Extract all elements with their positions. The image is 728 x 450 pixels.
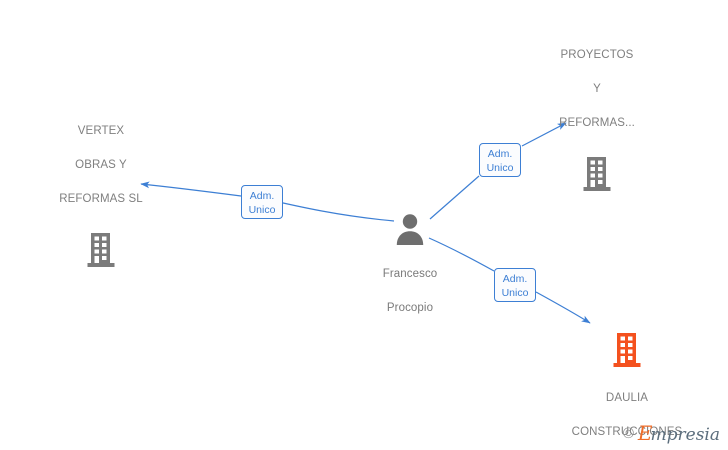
node-label-line: PROYECTOS (560, 49, 634, 61)
node-company-daulia[interactable]: DAULIA CONSTRUCCIONES SL (547, 332, 707, 450)
brand-rest: mpresia (650, 425, 721, 445)
node-company-proyectos[interactable]: PROYECTOS Y REFORMAS... (517, 30, 677, 192)
node-label-line: REFORMAS... (559, 117, 635, 129)
building-icon[interactable] (582, 156, 612, 192)
node-label-line: Procopio (386, 302, 434, 314)
node-label-daulia: DAULIA CONSTRUCCIONES SL (572, 373, 683, 450)
brand-name: Empresia (638, 423, 720, 444)
edge-label-line: Adm. (502, 272, 528, 285)
node-label-line: Francesco (382, 268, 438, 280)
edge-label-line: Adm. (487, 147, 513, 160)
edge-label-line: Adm. (249, 189, 275, 202)
node-label-line: Y (593, 83, 601, 95)
node-company-vertex[interactable]: VERTEX OBRAS Y REFORMAS SL (21, 106, 181, 268)
node-label-line: CONSTRUCCIONES (571, 426, 683, 438)
edge-label-line: Unico (501, 286, 529, 299)
node-label-line: DAULIA (605, 392, 649, 404)
edge-label-adm-unico-daulia[interactable]: Adm. Unico (494, 268, 536, 302)
node-person-francesco-procopio[interactable]: Francesco Procopio (330, 213, 490, 334)
edge-label-line: Unico (486, 161, 514, 174)
brand-initial: E (637, 421, 653, 445)
node-label-line: OBRAS Y (75, 159, 127, 171)
edge-label-adm-unico-proyectos[interactable]: Adm. Unico (479, 143, 521, 177)
node-label-person: Francesco Procopio (383, 249, 438, 334)
edge-label-line: Unico (248, 203, 276, 216)
node-label-vertex: VERTEX OBRAS Y REFORMAS SL (59, 106, 143, 225)
edge-label-adm-unico-vertex[interactable]: Adm. Unico (241, 185, 283, 219)
node-label-line: VERTEX (77, 125, 125, 137)
copyright-icon: © (622, 425, 634, 442)
empresia-watermark: © Empresia (623, 423, 720, 444)
node-label-line: REFORMAS SL (59, 193, 143, 205)
building-icon[interactable] (612, 332, 642, 368)
person-icon[interactable] (395, 213, 425, 245)
building-icon[interactable] (86, 232, 116, 268)
edge-line-to-daulia-tail (535, 291, 591, 324)
node-label-proyectos: PROYECTOS Y REFORMAS... (559, 30, 635, 149)
